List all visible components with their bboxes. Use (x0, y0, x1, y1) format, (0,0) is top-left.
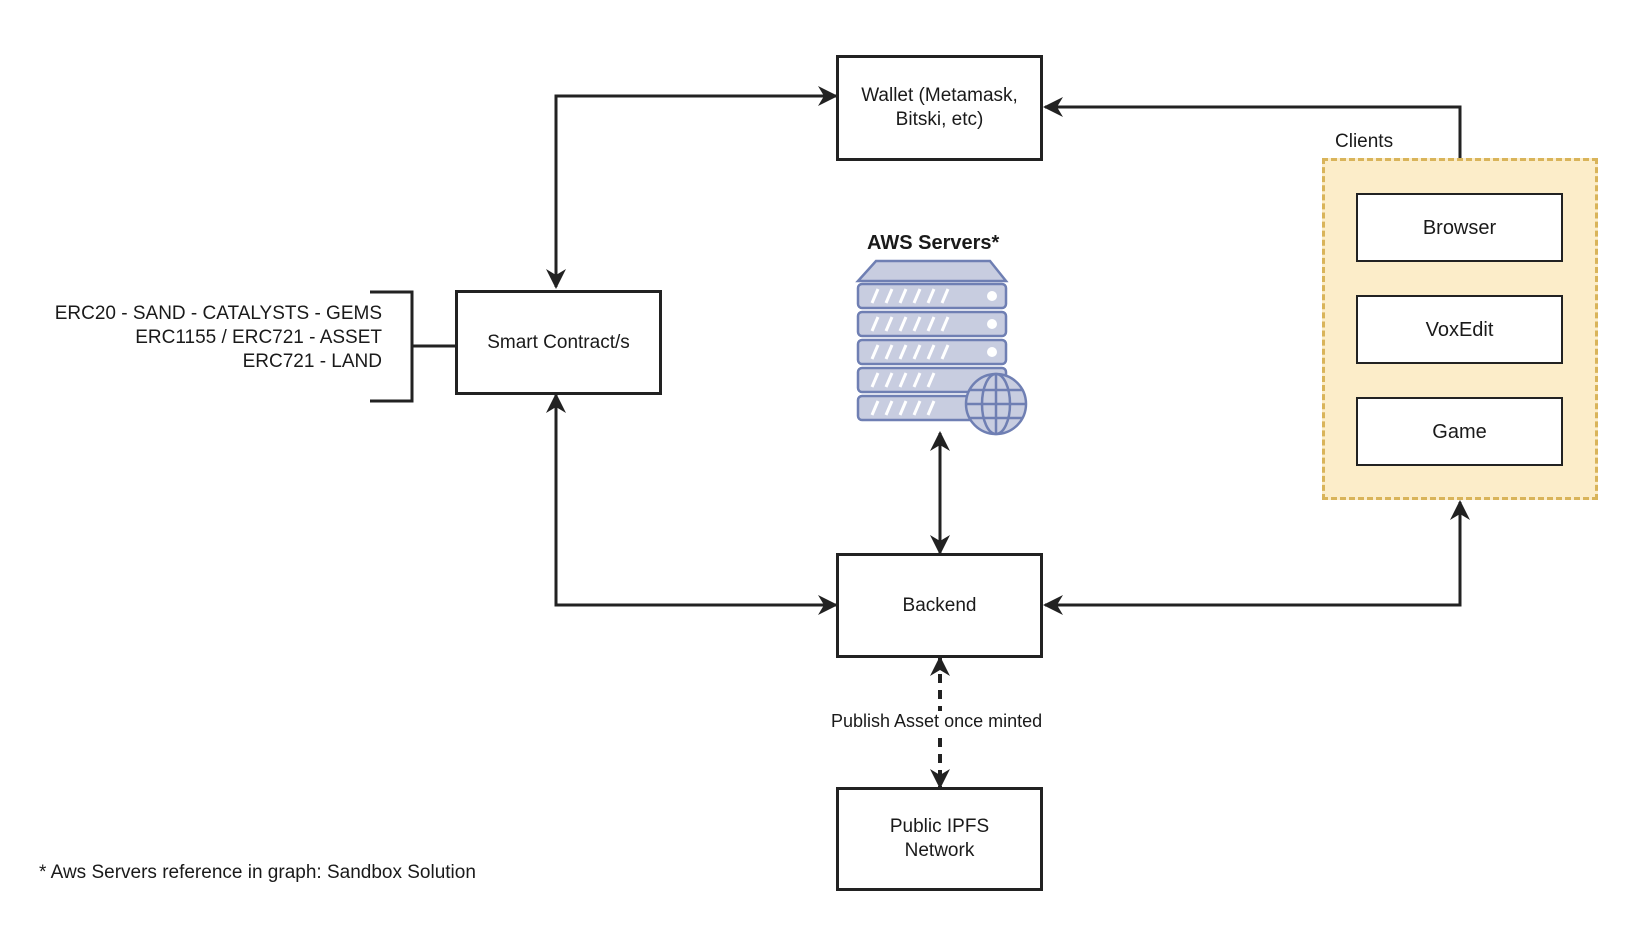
client-voxedit: VoxEdit (1356, 295, 1563, 364)
wallet-node: Wallet (Metamask, Bitski, etc) (836, 55, 1043, 161)
server-globe-icon (855, 259, 1028, 436)
erc-item: ERC721 - LAND (242, 351, 382, 372)
aws-servers-title: AWS Servers* (867, 232, 1000, 254)
client-browser: Browser (1356, 193, 1563, 262)
client-game: Game (1356, 397, 1563, 466)
backend-node: Backend (836, 553, 1043, 658)
edge-label-publish: Publish Asset once minted (829, 711, 1045, 732)
footnote: * Aws Servers reference in graph: Sandbo… (39, 862, 476, 883)
erc-item: ERC1155 / ERC721 - ASSET (135, 327, 382, 348)
clients-title: Clients (1335, 131, 1394, 152)
edge-backend-clients (1043, 500, 1470, 615)
edge-contract-wallet (546, 86, 838, 289)
ipfs-node: Public IPFS Network (836, 787, 1043, 891)
erc-bracket (370, 290, 455, 403)
edge-contract-backend (546, 393, 838, 615)
smart-contract-node: Smart Contract/s (455, 290, 662, 395)
erc-item: ERC20 - SAND - CATALYSTS - GEMS (54, 303, 382, 324)
